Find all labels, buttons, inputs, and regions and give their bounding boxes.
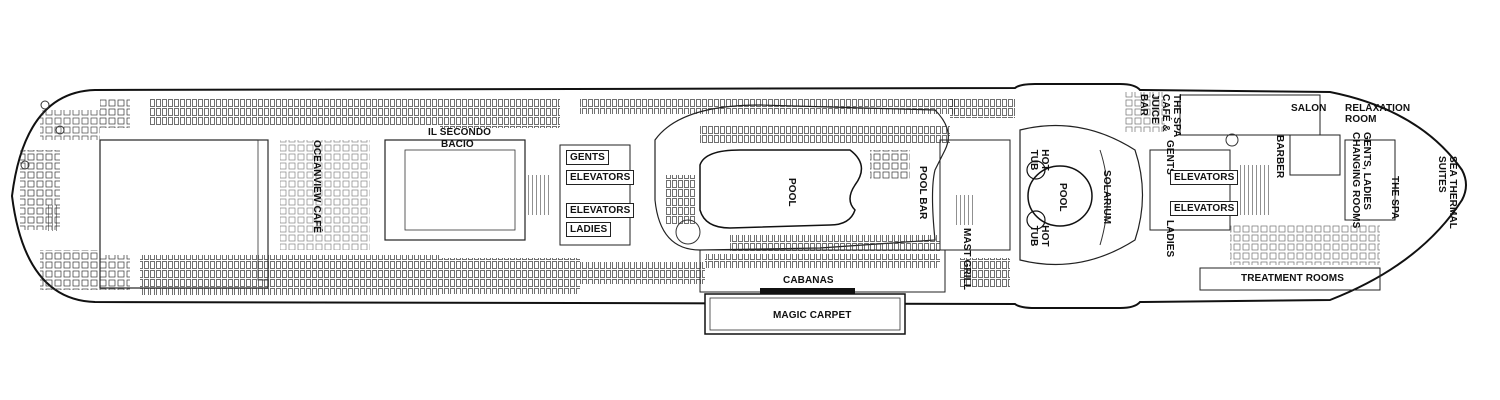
label-elevators-forward-1: ELEVATORS bbox=[566, 170, 635, 185]
hull-outline bbox=[10, 83, 1467, 309]
label-changing-rooms: GENTS, LADIES CHANGING ROOMS bbox=[1350, 132, 1372, 229]
label-ladies-forward: LADIES bbox=[566, 222, 612, 237]
label-sea-thermal-suites: SEA THERMAL SUITES bbox=[1436, 156, 1458, 229]
label-ladies-aft: LADIES bbox=[1164, 220, 1175, 258]
label-cabanas: CABANAS bbox=[783, 275, 834, 286]
forward-core bbox=[559, 98, 955, 284]
solarium-area bbox=[1019, 124, 1144, 266]
spa-area bbox=[1125, 92, 1396, 291]
label-the-spa: THE SPA bbox=[1389, 176, 1400, 220]
label-pool: POOL bbox=[786, 178, 797, 207]
label-oceanview-cafe: OCEANVIEW CAFÉ bbox=[311, 140, 322, 234]
label-hot-tub-1: HOT TUB bbox=[1028, 149, 1050, 171]
label-spa-cafe: THE SPA CAFÉ & JUICE BAR bbox=[1138, 94, 1182, 137]
label-treatment-rooms: TREATMENT ROOMS bbox=[1241, 273, 1344, 284]
mid-core bbox=[939, 98, 1015, 288]
label-gents-forward: GENTS bbox=[566, 150, 609, 165]
label-magic-carpet: MAGIC CARPET bbox=[773, 310, 852, 321]
label-bacio: BACIO bbox=[441, 139, 474, 150]
label-pool-bar: POOL BAR bbox=[917, 166, 928, 220]
label-elevators-forward-2: ELEVATORS bbox=[566, 203, 635, 218]
label-elevators-aft-1: ELEVATORS bbox=[1170, 170, 1239, 185]
label-solarium: SOLARIUM bbox=[1101, 170, 1112, 225]
label-mast-grill: MAST GRILL bbox=[961, 228, 972, 291]
label-hot-tub-2: HOT TUB bbox=[1028, 225, 1050, 247]
label-relaxation-room: RELAXATION ROOM bbox=[1345, 103, 1411, 125]
label-pool-solarium: POOL bbox=[1057, 183, 1068, 212]
oceanview-buffet-area bbox=[99, 98, 580, 295]
label-elevators-aft-2: ELEVATORS bbox=[1170, 201, 1239, 216]
label-barber: BARBER bbox=[1274, 135, 1285, 179]
label-salon: SALON bbox=[1291, 103, 1327, 114]
label-il-secondo: IL SECONDO bbox=[428, 127, 492, 138]
bow-seating-area bbox=[20, 98, 130, 290]
main-pool-area bbox=[654, 104, 950, 335]
